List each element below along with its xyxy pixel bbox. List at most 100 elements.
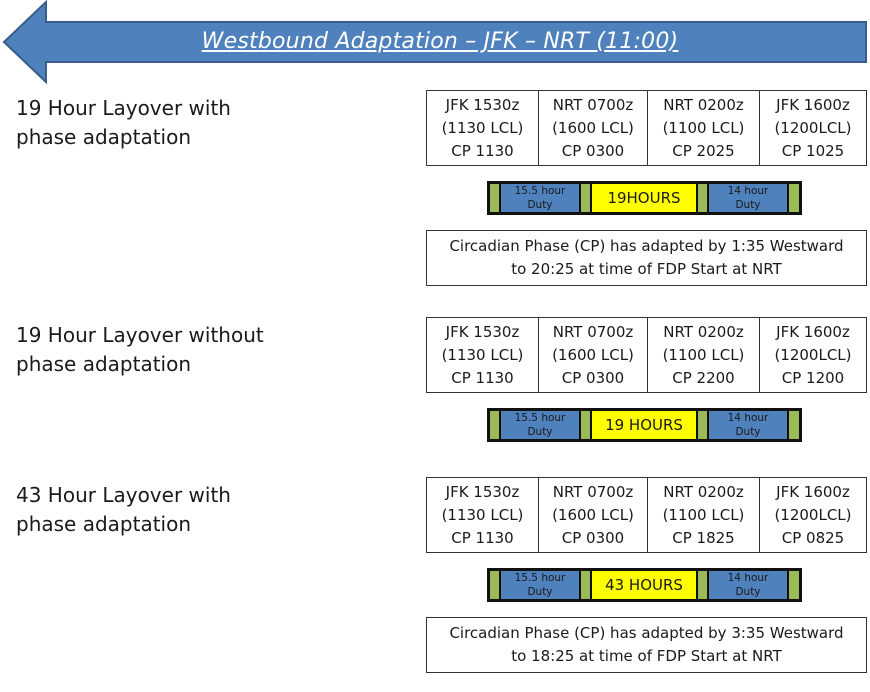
time-cell-line1: JFK 1600z (776, 322, 850, 341)
time-cell-line2: (1130 LCL) (441, 505, 524, 524)
time-cell-jfk-depart: JFK 1530z (1130 LCL) CP 1130 (426, 317, 539, 393)
scenario-3-label: 43 Hour Layover with phase adaptation (16, 481, 296, 539)
duty-block-line2: Duty (735, 199, 761, 211)
layover-block: 19 HOURS (592, 411, 696, 439)
time-cell-line2: (1100 LCL) (662, 118, 745, 137)
bar-separator (581, 184, 590, 212)
scenario-1-label-line2: phase adaptation (16, 125, 192, 149)
time-cell-line1: JFK 1600z (776, 482, 850, 501)
time-cell-line3: CP 1130 (451, 528, 514, 547)
scenario-3-label-line2: phase adaptation (16, 512, 192, 536)
time-cell-line2: (1130 LCL) (441, 345, 524, 364)
duty-block-outbound: 15.5 hour Duty (501, 571, 579, 599)
duty-block-return: 14 hour Duty (709, 411, 787, 439)
time-cell-line2: (1100 LCL) (662, 505, 745, 524)
bar-edge-left (490, 411, 499, 439)
scenario-1-label-line1: 19 Hour Layover with (16, 96, 231, 120)
duty-block-line2: Duty (527, 199, 553, 211)
time-cell-line3: CP 0300 (561, 141, 625, 160)
note-line1: Circadian Phase (CP) has adapted by 3:35… (449, 624, 844, 642)
duty-block-line2: Duty (735, 586, 761, 598)
time-cell-line3: CP 0825 (781, 528, 845, 547)
duty-block-line2: Duty (527, 426, 553, 438)
duty-block-line2: Duty (735, 426, 761, 438)
bar-edge-right (789, 411, 799, 439)
time-cell-line2: (1200LCL) (774, 345, 852, 364)
layover-block: 19HOURS (592, 184, 696, 212)
note-line2: to 20:25 at time of FDP Start at NRT (511, 260, 782, 278)
title-banner: Westbound Adaptation – JFK – NRT (11:00) (0, 0, 870, 84)
scenario-2-label-line1: 19 Hour Layover without (16, 323, 264, 347)
duty-block-line1: 14 hour (727, 572, 769, 584)
time-cell-line3: CP 1025 (781, 141, 845, 160)
scenario-2-times: JFK 1530z (1130 LCL) CP 1130 NRT 0700z (… (426, 317, 867, 395)
time-cell-nrt-depart: NRT 0200z (1100 LCL) CP 2025 (647, 90, 760, 166)
time-cell-line1: NRT 0200z (663, 95, 744, 114)
scenario-3-times: JFK 1530z (1130 LCL) CP 1130 NRT 0700z (… (426, 477, 867, 555)
time-cell-line2: (1130 LCL) (441, 118, 524, 137)
time-cell-line2: (1200LCL) (774, 118, 852, 137)
time-cell-line1: JFK 1530z (445, 482, 520, 501)
time-cell-jfk-arrive: JFK 1600z (1200LCL) CP 0825 (759, 477, 867, 553)
duty-block-line1: 14 hour (727, 412, 769, 424)
bar-edge-right (789, 184, 799, 212)
time-cell-nrt-arrive: NRT 0700z (1600 LCL) CP 0300 (538, 477, 648, 553)
time-cell-line3: CP 0300 (561, 368, 625, 387)
bar-separator (581, 571, 590, 599)
scenario-3-label-line1: 43 Hour Layover with (16, 483, 231, 507)
scenario-3-duty-bar: 15.5 hour Duty 43 HOURS 14 hour Duty (487, 568, 802, 602)
duty-block-line1: 15.5 hour (514, 412, 566, 424)
time-cell-line3: CP 2200 (672, 368, 735, 387)
banner-title: Westbound Adaptation – JFK – NRT (11:00) (201, 29, 679, 54)
time-cell-line2: (1600 LCL) (552, 345, 634, 364)
time-cell-line2: (1100 LCL) (662, 345, 745, 364)
bar-separator (698, 571, 707, 599)
time-cell-nrt-arrive: NRT 0700z (1600 LCL) CP 0300 (538, 317, 648, 393)
bar-separator (698, 184, 707, 212)
time-cell-line1: NRT 0700z (552, 95, 634, 114)
time-cell-line1: NRT 0700z (552, 322, 634, 341)
note-line1: Circadian Phase (CP) has adapted by 1:35… (449, 237, 844, 255)
scenario-1-note: Circadian Phase (CP) has adapted by 1:35… (426, 230, 867, 286)
bar-separator (698, 411, 707, 439)
time-cell-line2: (1600 LCL) (552, 118, 634, 137)
time-cell-line3: CP 1200 (781, 368, 845, 387)
duty-block-outbound: 15.5 hour Duty (501, 184, 579, 212)
time-cell-jfk-arrive: JFK 1600z (1200LCL) CP 1200 (759, 317, 867, 393)
bar-edge-left (490, 184, 499, 212)
scenario-1-duty-bar: 15.5 hour Duty 19HOURS 14 hour Duty (487, 181, 802, 215)
scenario-3-note: Circadian Phase (CP) has adapted by 3:35… (426, 617, 867, 673)
scenario-2-duty-bar: 15.5 hour Duty 19 HOURS 14 hour Duty (487, 408, 802, 442)
note-line2: to 18:25 at time of FDP Start at NRT (511, 647, 782, 665)
duty-block-line1: 15.5 hour (514, 572, 566, 584)
scenario-2-label-line2: phase adaptation (16, 352, 192, 376)
bar-edge-right (789, 571, 799, 599)
layover-block: 43 HOURS (592, 571, 696, 599)
time-cell-nrt-depart: NRT 0200z (1100 LCL) CP 2200 (647, 317, 760, 393)
time-cell-line1: JFK 1530z (445, 95, 520, 114)
time-cell-line2: (1200LCL) (774, 505, 852, 524)
time-cell-line1: JFK 1600z (776, 95, 850, 114)
time-cell-jfk-arrive: JFK 1600z (1200LCL) CP 1025 (759, 90, 867, 166)
scenario-1-label: 19 Hour Layover with phase adaptation (16, 94, 296, 152)
time-cell-nrt-depart: NRT 0200z (1100 LCL) CP 1825 (647, 477, 760, 553)
duty-block-outbound: 15.5 hour Duty (501, 411, 579, 439)
time-cell-line3: CP 2025 (672, 141, 735, 160)
time-cell-nrt-arrive: NRT 0700z (1600 LCL) CP 0300 (538, 90, 648, 166)
time-cell-line1: JFK 1530z (445, 322, 520, 341)
time-cell-line3: CP 0300 (561, 528, 625, 547)
duty-block-return: 14 hour Duty (709, 571, 787, 599)
duty-block-line2: Duty (527, 586, 553, 598)
time-cell-line3: CP 1130 (451, 141, 514, 160)
duty-block-return: 14 hour Duty (709, 184, 787, 212)
time-cell-line3: CP 1130 (451, 368, 514, 387)
scenario-1-times: JFK 1530z (1130 LCL) CP 1130 NRT 0700z (… (426, 90, 867, 168)
time-cell-jfk-depart: JFK 1530z (1130 LCL) CP 1130 (426, 90, 539, 166)
time-cell-line3: CP 1825 (672, 528, 735, 547)
time-cell-line1: NRT 0200z (663, 482, 744, 501)
time-cell-jfk-depart: JFK 1530z (1130 LCL) CP 1130 (426, 477, 539, 553)
bar-separator (581, 411, 590, 439)
time-cell-line2: (1600 LCL) (552, 505, 634, 524)
duty-block-line1: 14 hour (727, 185, 769, 197)
duty-block-line1: 15.5 hour (514, 185, 566, 197)
